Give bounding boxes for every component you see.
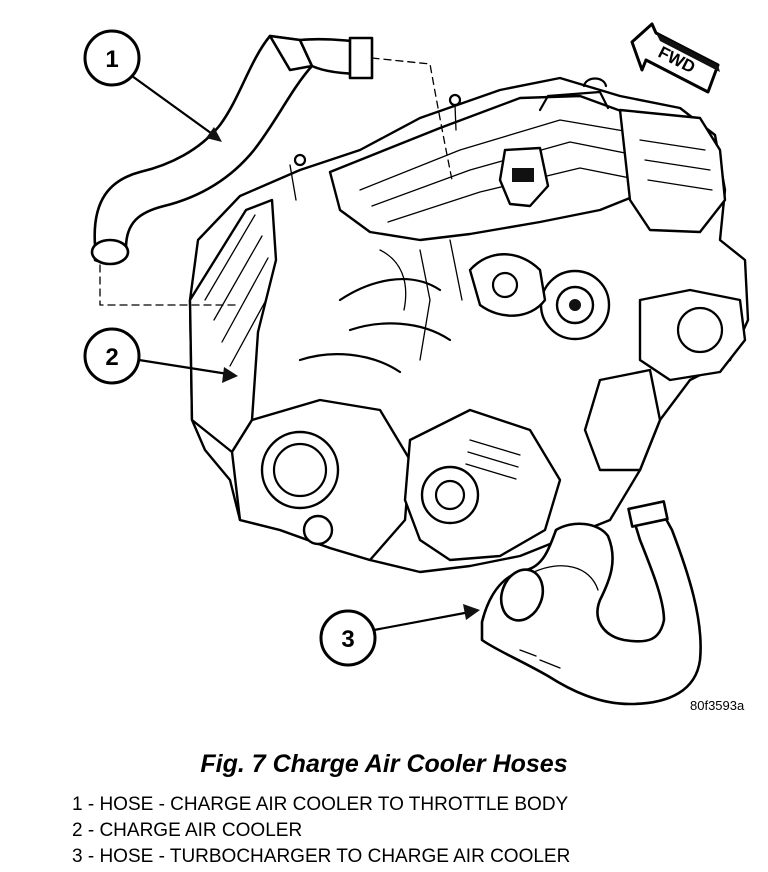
turbocharger	[468, 253, 611, 341]
hose-charge-air-cooler-to-throttle-body	[90, 34, 374, 266]
throttle-body	[498, 146, 550, 208]
engine-diagram: FWD	[83, 22, 750, 706]
callout-2: 2	[83, 327, 238, 385]
figure-caption: Fig. 7 Charge Air Cooler Hoses	[200, 750, 568, 778]
callout-3: 3	[319, 604, 480, 667]
callout-2-number: 2	[105, 344, 118, 371]
legend-item-3: 3 - HOSE - TURBOCHARGER TO CHARGE AIR CO…	[72, 846, 571, 867]
legend-item-1: 1 - HOSE - CHARGE AIR COOLER TO THROTTLE…	[72, 794, 569, 815]
figure-code: 80f3593a	[690, 698, 745, 713]
engine-assembly	[188, 76, 750, 574]
legend-item-2: 2 - CHARGE AIR COOLER	[72, 820, 303, 841]
callout-1: 1	[83, 29, 222, 142]
fwd-arrow-icon: FWD	[630, 22, 720, 94]
hose-turbocharger-to-charge-air-cooler	[480, 500, 702, 706]
legend: 1 - HOSE - CHARGE AIR COOLER TO THROTTLE…	[72, 792, 570, 870]
callout-1-number: 1	[105, 46, 118, 73]
callout-3-number: 3	[341, 626, 354, 653]
